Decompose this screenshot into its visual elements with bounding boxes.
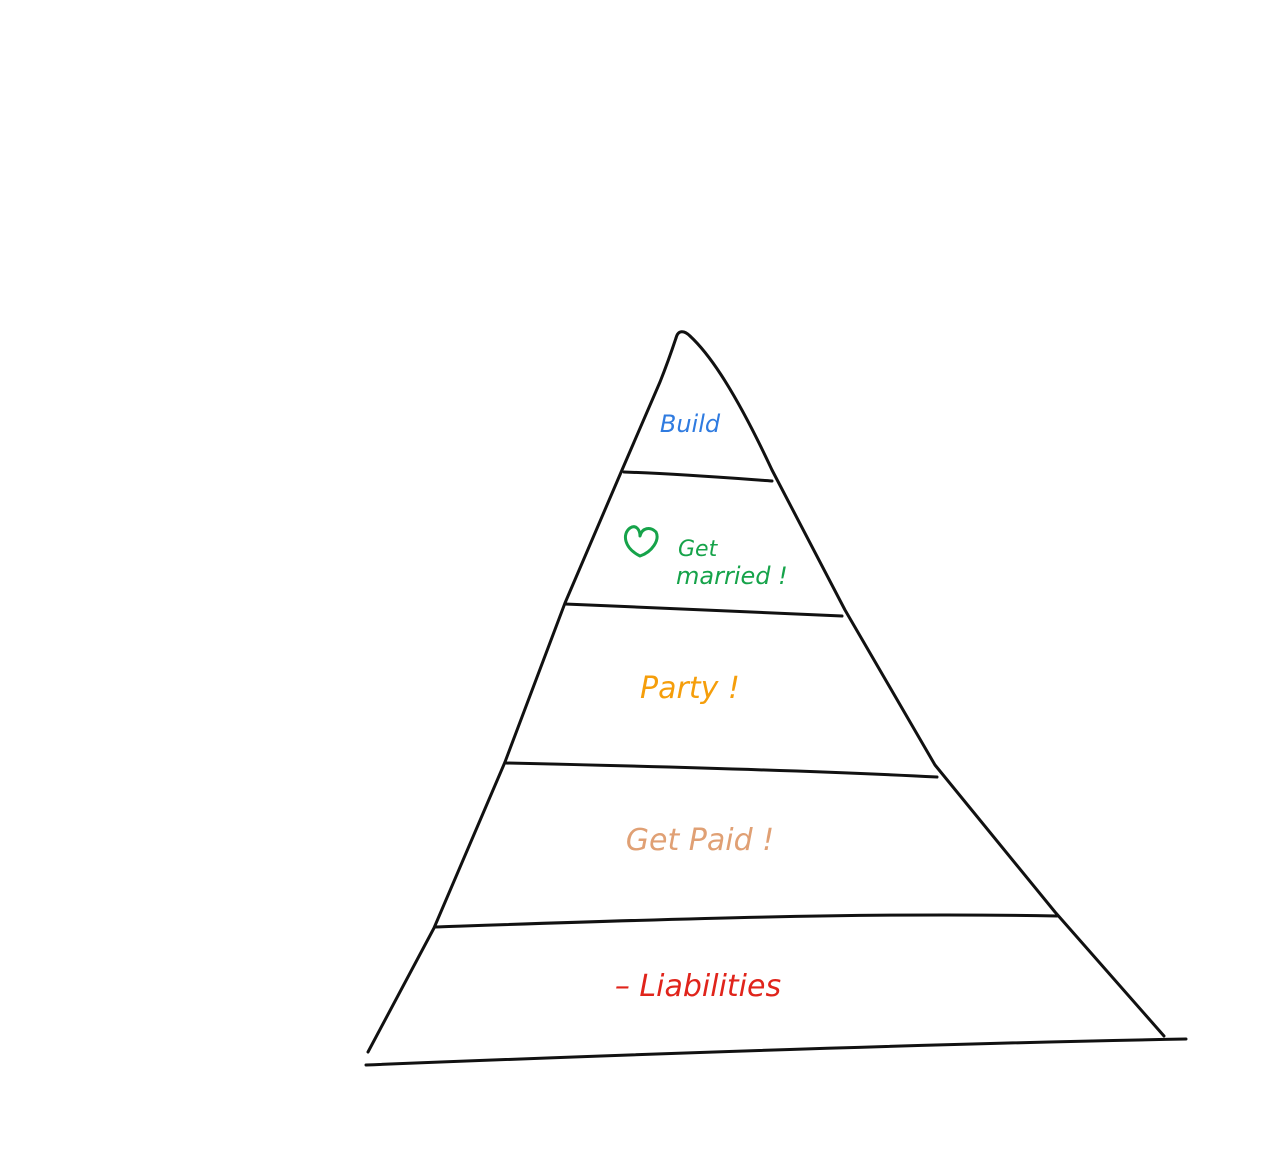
- pyramid-apex: [674, 330, 692, 340]
- divider-2: [563, 602, 844, 618]
- level-label-get-paid: Get Paid !: [626, 823, 774, 858]
- pyramid-right-edge: [688, 334, 1166, 1038]
- pyramid-left-edge: [366, 336, 678, 1054]
- divider-4: [433, 913, 1059, 929]
- level-label-married-line1: Get: [678, 537, 719, 562]
- base-line: [364, 1037, 1188, 1067]
- level-label-build: Build: [660, 410, 721, 438]
- divider-1: [622, 470, 774, 483]
- divider-3: [504, 761, 939, 779]
- heart-icon: [623, 525, 659, 558]
- level-label-party: Party !: [640, 671, 740, 706]
- level-label-liabilities: – Liabilities: [615, 969, 781, 1004]
- level-label-married-line2: married !: [676, 562, 788, 590]
